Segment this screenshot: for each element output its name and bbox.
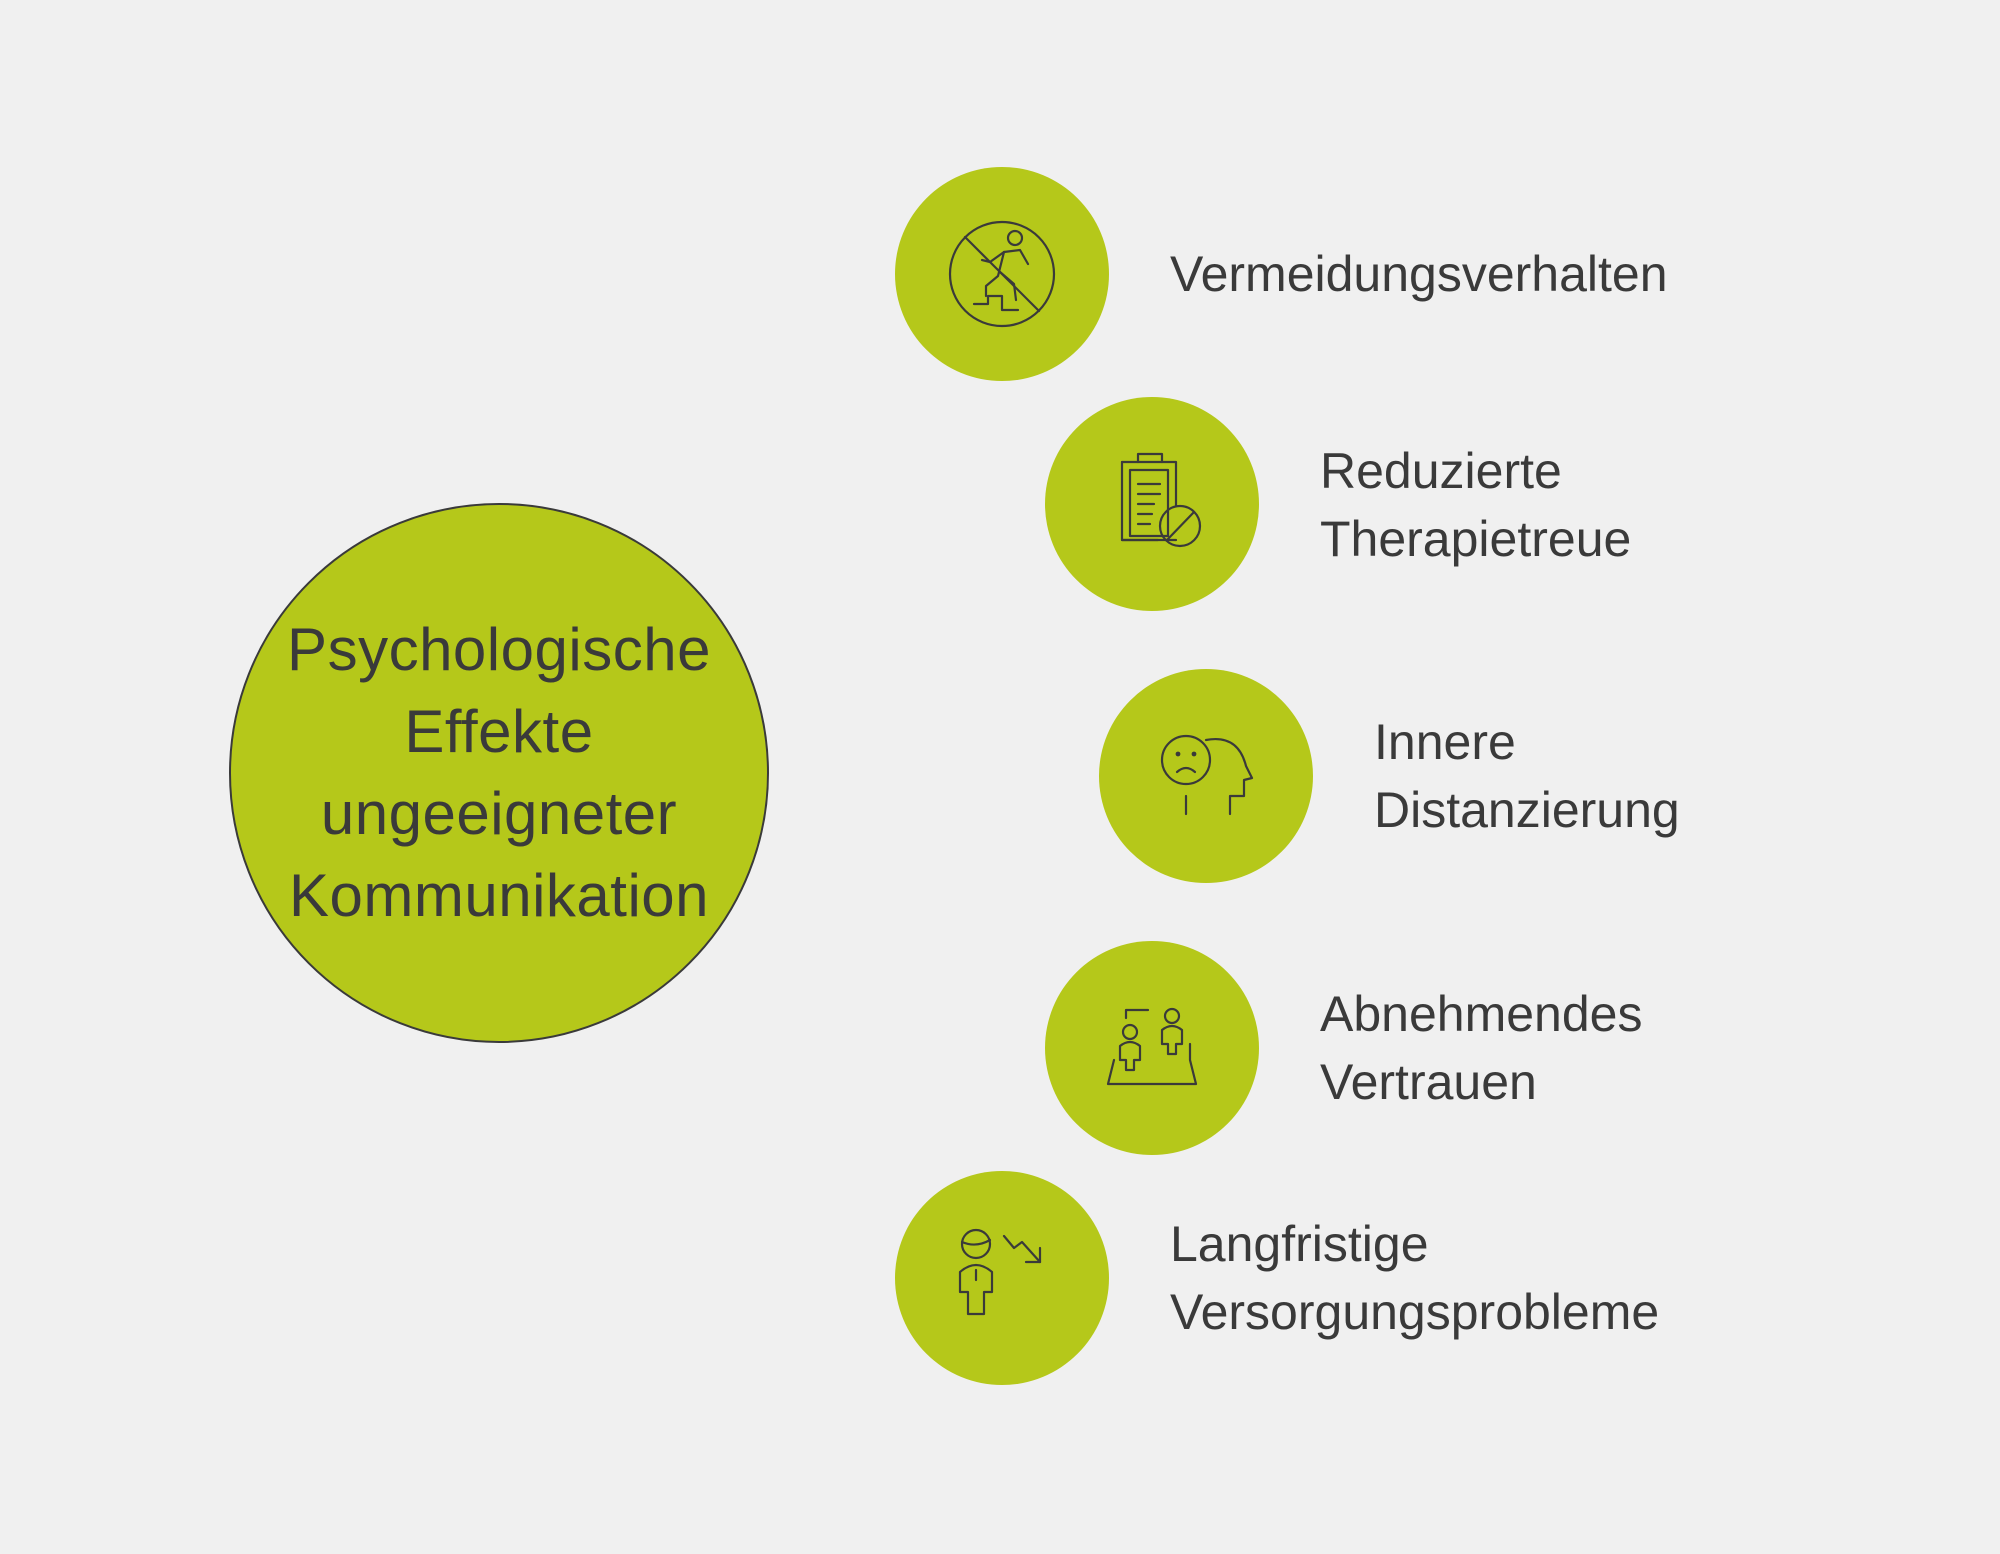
central-title-line: Psychologische xyxy=(287,616,711,683)
person-decline-icon xyxy=(958,1228,1042,1316)
effect-label-distancing: Innere Distanzierung xyxy=(1374,708,1680,844)
effect-node-distancing xyxy=(1099,669,1313,883)
effect-label-line: Reduzierte xyxy=(1320,443,1562,499)
effect-label-line: Vermeidungsverhalten xyxy=(1170,246,1668,302)
central-title-line: Kommunikation xyxy=(288,862,710,929)
effect-label-avoidance: Vermeidungsverhalten xyxy=(1170,240,1668,308)
effect-label-line: Versorgungsprobleme xyxy=(1170,1284,1660,1340)
central-title-line: Effekte xyxy=(404,698,594,765)
central-title-line: ungeeigneter xyxy=(320,780,678,847)
effect-label-line: Therapietreue xyxy=(1320,511,1632,567)
two-people-icon xyxy=(1106,1007,1198,1086)
effect-label-line: Innere xyxy=(1374,714,1516,770)
effect-label-trust: Abnehmendes Vertrauen xyxy=(1320,980,1642,1116)
effect-node-trust xyxy=(1045,941,1259,1155)
central-topic-circle: Psychologische Effekte ungeeigneter Komm… xyxy=(229,503,769,1043)
effect-node-avoidance xyxy=(895,167,1109,381)
no-walking-icon xyxy=(948,220,1056,328)
effect-node-adherence xyxy=(1045,397,1259,611)
effect-label-line: Vertrauen xyxy=(1320,1054,1537,1110)
sad-head-icon xyxy=(1160,734,1254,816)
effect-label-adherence: Reduzierte Therapietreue xyxy=(1320,437,1631,573)
effect-label-care: Langfristige Versorgungsprobleme xyxy=(1170,1210,1659,1346)
effect-label-line: Distanzierung xyxy=(1374,782,1680,838)
effect-label-line: Langfristige xyxy=(1170,1216,1429,1272)
effect-node-care xyxy=(895,1171,1109,1385)
clipboard-blocked-icon xyxy=(1120,452,1202,548)
effect-label-line: Abnehmendes xyxy=(1320,986,1643,1042)
central-topic-title: Psychologische Effekte ungeeigneter Komm… xyxy=(287,609,711,937)
